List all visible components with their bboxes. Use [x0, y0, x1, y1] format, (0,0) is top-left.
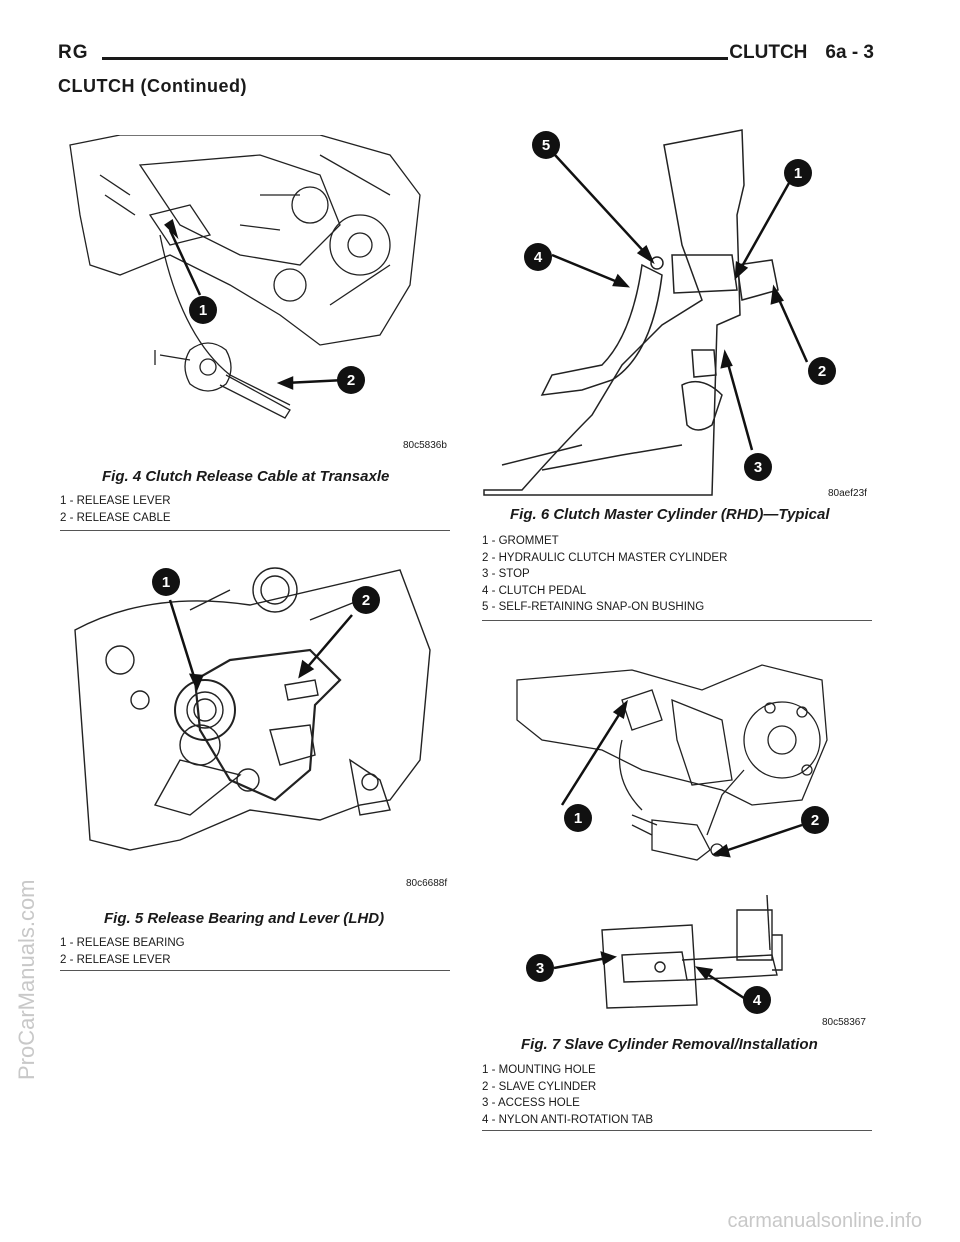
- fig5-illustration: 1 2: [60, 560, 450, 870]
- fig6-legend-item: 3 - STOP: [482, 568, 530, 580]
- fig6-caption: Fig. 6 Clutch Master Cylinder (RHD)—Typi…: [510, 506, 830, 523]
- fig4-caption: Fig. 4 Clutch Release Cable at Transaxle: [102, 468, 390, 485]
- fig5-legend: 1 - RELEASE BEARING 2 - RELEASE LEVER: [60, 935, 185, 968]
- fig7-callout-4: 4: [753, 992, 762, 1009]
- fig5-callout-1: 1: [162, 574, 170, 591]
- fig6-callout-3: 3: [754, 459, 762, 476]
- fig6-callout-2: 2: [818, 363, 826, 380]
- fig7-callout-3: 3: [536, 960, 544, 977]
- fig7-callouts: 1 2 3 4: [526, 804, 829, 1014]
- fig5-caption: Fig. 5 Release Bearing and Lever (LHD): [104, 910, 385, 927]
- fig7-legend-item: 1 - MOUNTING HOLE: [482, 1064, 596, 1076]
- fig5-divider: [60, 970, 450, 971]
- fig4-callout-1: 1: [199, 302, 207, 319]
- header-section: CLUTCH: [729, 42, 808, 63]
- fig7-illustration: 1 2 3 4: [482, 660, 872, 1020]
- fig7-legend: 1 - MOUNTING HOLE 2 - SLAVE CYLINDER 3 -…: [482, 1062, 653, 1128]
- fig6-legend: 1 - GROMMET 2 - HYDRAULIC CLUTCH MASTER …: [482, 533, 727, 616]
- fig7-divider: [482, 1130, 872, 1131]
- header-right: CLUTCH 6a - 3: [729, 42, 874, 64]
- page-subheading: CLUTCH (Continued): [58, 76, 247, 96]
- fig4-illustration: 1 2: [60, 135, 450, 445]
- fig4-divider: [60, 530, 450, 531]
- fig4-legend-item: 2 - RELEASE CABLE: [60, 511, 171, 524]
- fig6-callout-4: 4: [534, 249, 543, 266]
- fig5-image-code: 80c6688f: [406, 878, 448, 889]
- fig6-callout-1: 1: [794, 165, 802, 182]
- fig5-callout-2: 2: [362, 592, 370, 609]
- fig7-caption: Fig. 7 Slave Cylinder Removal/Installati…: [521, 1036, 818, 1053]
- fig6-callouts: 5 1 4 2 3: [524, 131, 836, 481]
- fig5-legend-item: 2 - RELEASE LEVER: [60, 953, 171, 966]
- fig4-legend-item: 1 - RELEASE LEVER: [60, 495, 171, 507]
- fig5-callouts: 1 2: [152, 568, 380, 614]
- fig4-image-code: 80c5836b: [403, 440, 447, 451]
- side-watermark: ProCarManuals.com: [14, 879, 39, 1080]
- fig4-callouts: 1 2: [189, 296, 365, 394]
- fig4-callout-2: 2: [347, 372, 355, 389]
- header-manual-code: RG: [58, 42, 89, 63]
- fig7-image-code: 80c58367: [822, 1017, 866, 1028]
- fig6-image-code: 80aef23f: [828, 488, 867, 499]
- fig6-legend-item: 2 - HYDRAULIC CLUTCH MASTER CYLINDER: [482, 551, 728, 564]
- fig7-callout-2: 2: [811, 812, 819, 829]
- fig6-callout-5: 5: [542, 137, 550, 154]
- fig5-legend-item: 1 - RELEASE BEARING: [60, 937, 185, 949]
- bottom-watermark: carmanualsonline.info: [727, 1210, 922, 1232]
- fig7-legend-item: 2 - SLAVE CYLINDER: [482, 1080, 597, 1093]
- fig7-legend-item: 4 - NYLON ANTI-ROTATION TAB: [482, 1113, 654, 1126]
- fig6-legend-item: 4 - CLUTCH PEDAL: [482, 584, 587, 597]
- fig6-illustration: 5 1 4 2 3: [482, 125, 872, 497]
- fig6-legend-item: 1 - GROMMET: [482, 535, 559, 547]
- fig7-callout-1: 1: [574, 810, 582, 827]
- header-rule: [102, 57, 728, 60]
- header-page-number: 6a - 3: [825, 42, 874, 63]
- fig4-legend: 1 - RELEASE LEVER 2 - RELEASE CABLE: [60, 493, 171, 526]
- fig6-divider: [482, 620, 872, 621]
- fig6-legend-item: 5 - SELF-RETAINING SNAP-ON BUSHING: [482, 601, 705, 613]
- fig7-legend-item: 3 - ACCESS HOLE: [482, 1097, 580, 1109]
